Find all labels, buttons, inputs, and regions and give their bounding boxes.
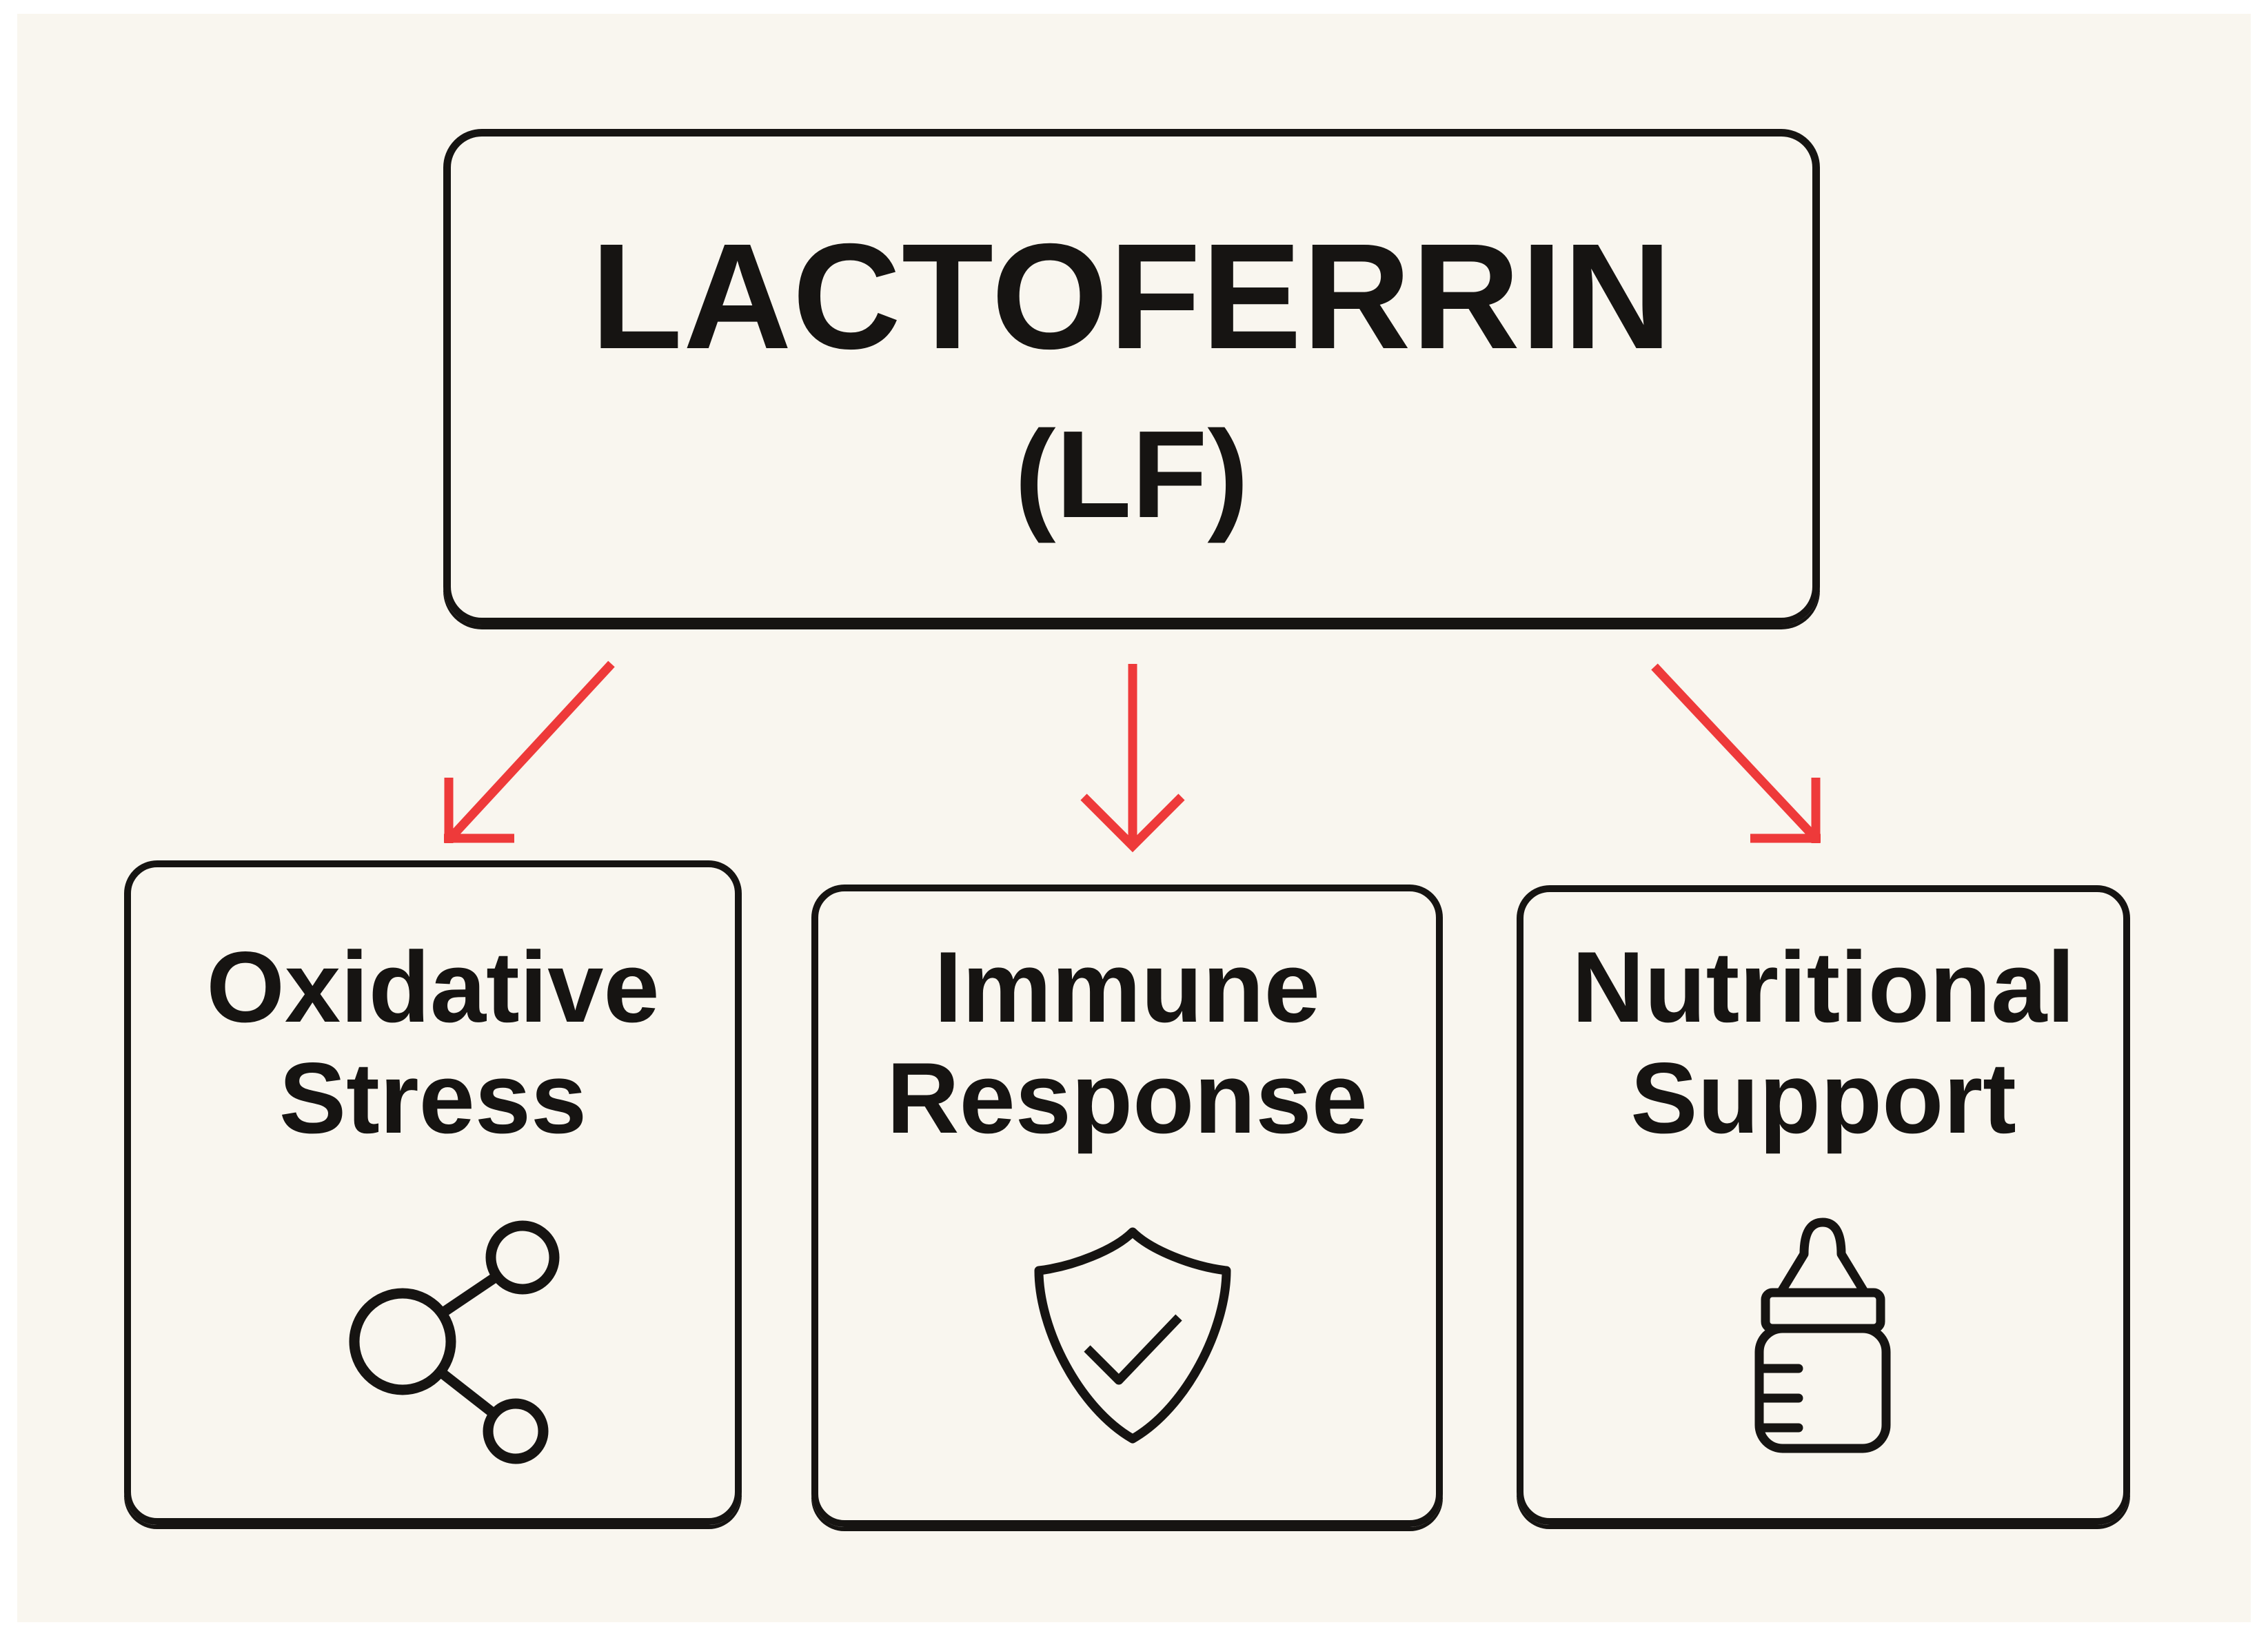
shield-check-icon: [1031, 1225, 1237, 1446]
label-line-2: Support: [1630, 1041, 2016, 1154]
oxidative-stress-label: Oxidative Stress: [131, 867, 735, 1153]
immune-response-label: Immune Response: [818, 891, 1436, 1153]
label-line-2: Response: [887, 1041, 1368, 1154]
baby-bottle-icon: [1754, 1215, 1892, 1453]
node-lactoferrin: LACTOFERRIN (LF): [443, 129, 1820, 625]
node-immune-response: Immune Response: [811, 885, 1443, 1527]
nutritional-support-label: Nutritional Support: [1523, 892, 2123, 1153]
molecule-icon: [348, 1220, 562, 1467]
label-line-1: Immune: [934, 931, 1320, 1043]
arrow-to-nutritional-support: [1644, 655, 1830, 855]
arrow-to-immune-response: [1075, 655, 1193, 855]
lactoferrin-title: LACTOFERRIN: [590, 213, 1673, 381]
label-line-2: Stress: [279, 1041, 587, 1154]
node-nutritional-support: Nutritional Support: [1517, 885, 2130, 1525]
node-oxidative-stress: Oxidative Stress: [124, 860, 742, 1525]
lactoferrin-abbreviation: (LF): [1014, 405, 1249, 544]
label-line-1: Nutritional: [1572, 931, 2075, 1043]
label-line-1: Oxidative: [206, 931, 660, 1043]
arrow-to-oxidative-stress: [434, 655, 620, 855]
